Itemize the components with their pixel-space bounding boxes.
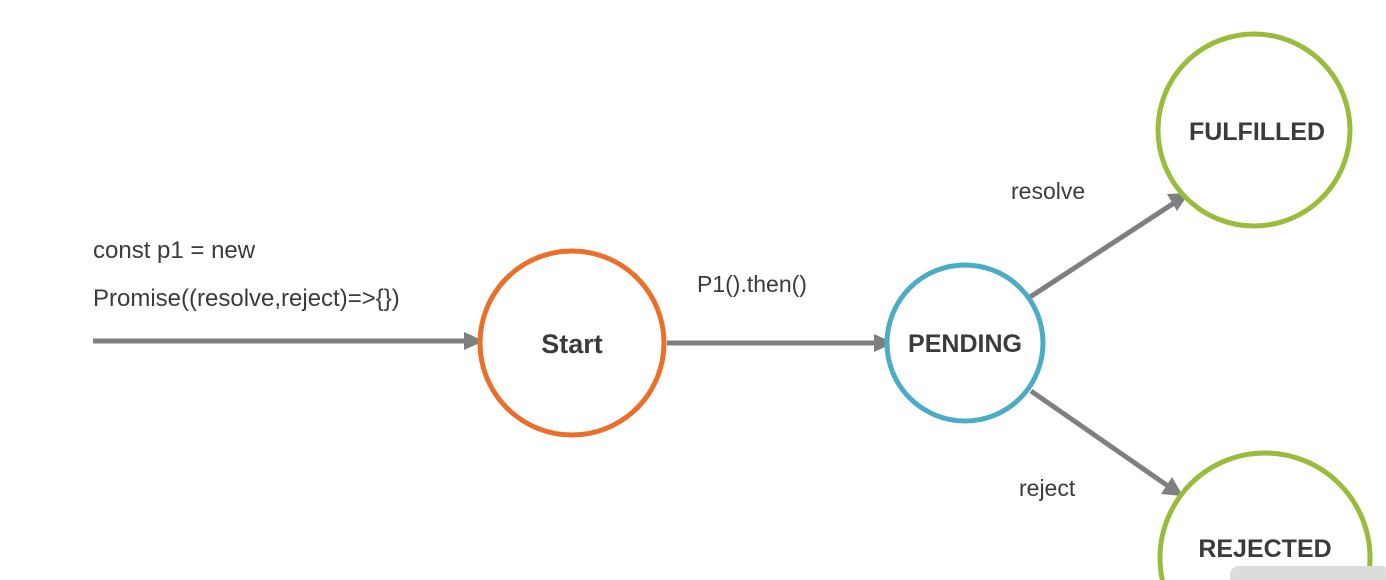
edge-reject-line: [1029, 388, 1170, 489]
node-rejected[interactable]: REJECTED: [1157, 450, 1373, 580]
node-fulfilled-circle[interactable]: [1155, 31, 1353, 229]
edge-label-reject: reject: [1019, 475, 1076, 501]
node-rejected-label: REJECTED: [1198, 535, 1331, 563]
node-group: Start PENDING FULFILLED REJECTED: [477, 31, 1373, 580]
node-start-circle[interactable]: [477, 248, 667, 438]
edge-start-to-pending: [667, 334, 894, 352]
node-pending-label: PENDING: [908, 330, 1022, 358]
edge-label-then: P1().then(): [697, 271, 807, 297]
node-pending[interactable]: PENDING: [884, 262, 1046, 424]
edge-reject-arrowhead: [1161, 477, 1183, 496]
edge-label-resolve: resolve: [1011, 178, 1085, 204]
bottom-scroll-bar[interactable]: [1230, 566, 1386, 580]
edge-pending-to-rejected: [1029, 388, 1183, 496]
edge-resolve-line: [1025, 200, 1176, 302]
edge-then-arrowhead: [874, 334, 894, 352]
node-pending-circle[interactable]: [884, 262, 1046, 424]
code-annotation-line-1: const p1 = new: [93, 237, 256, 264]
edge-init-arrowhead: [464, 332, 484, 350]
edge-label-group: P1().then() resolve reject: [697, 178, 1085, 501]
node-start-label: Start: [541, 329, 603, 359]
node-rejected-circle[interactable]: [1157, 450, 1373, 580]
node-fulfilled-label: FULFILLED: [1189, 118, 1325, 146]
code-annotation: const p1 = new Promise((resolve,reject)=…: [93, 237, 400, 312]
code-annotation-line-2: Promise((resolve,reject)=>{}): [93, 285, 400, 312]
node-start[interactable]: Start: [477, 248, 667, 438]
edge-group: [93, 193, 1189, 496]
node-fulfilled[interactable]: FULFILLED: [1155, 31, 1353, 229]
edge-init-to-start: [93, 332, 484, 350]
edge-pending-to-fulfilled: [1025, 193, 1189, 302]
